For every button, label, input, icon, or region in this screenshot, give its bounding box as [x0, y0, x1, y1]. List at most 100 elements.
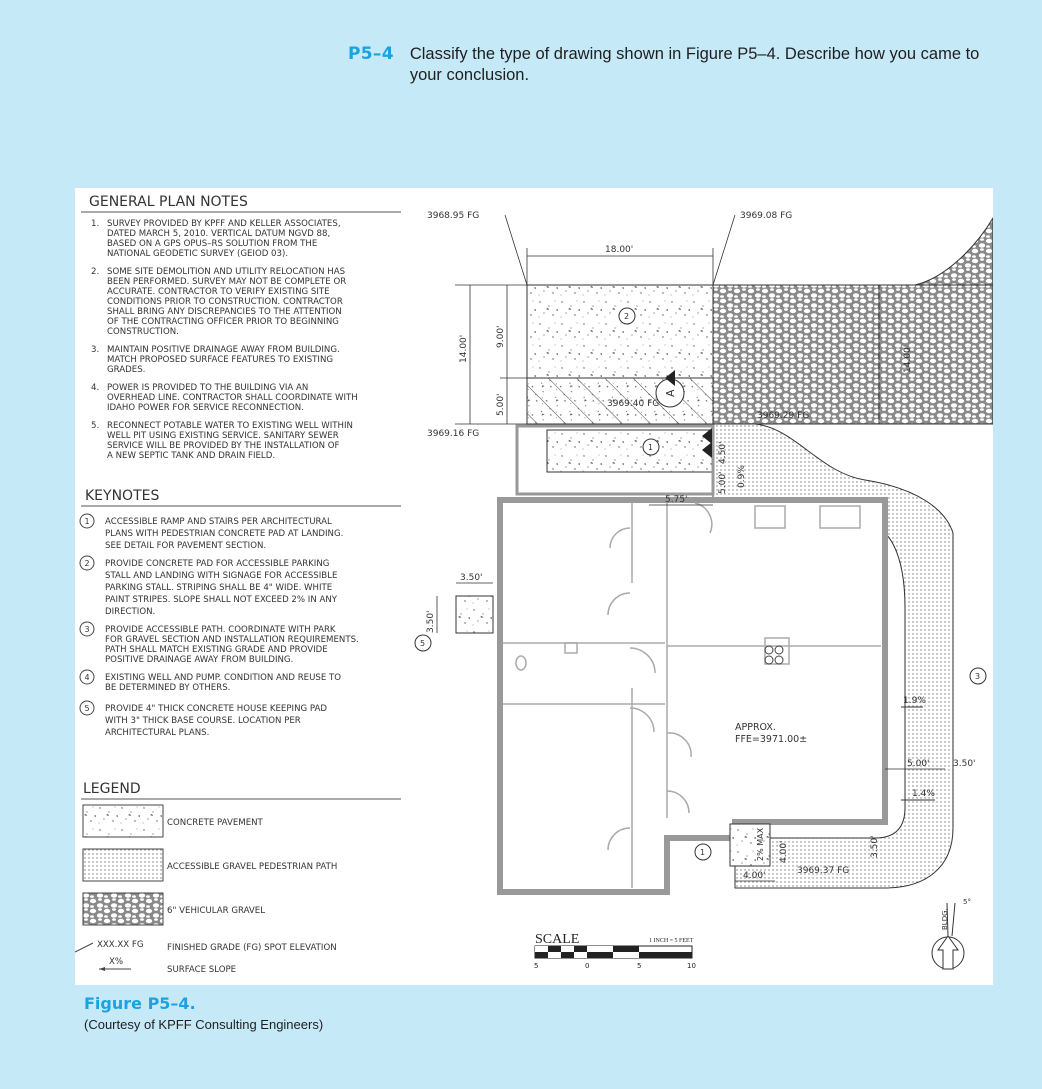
- vehicular-gravel-area: [712, 284, 993, 425]
- svg-text:5: 5: [420, 639, 425, 648]
- svg-text:EXISTING WELL AND PUMP. CONDIT: EXISTING WELL AND PUMP. CONDITION AND RE…: [105, 673, 341, 683]
- svg-text:XXX.XX FG: XXX.XX FG: [97, 940, 144, 950]
- site-plan-figure: GENERAL PLAN NOTES 1. SURVEY PROVIDED BY…: [75, 188, 993, 985]
- svg-text:GRADES.: GRADES.: [107, 365, 145, 375]
- svg-text:SHALL BRING ANY DISCREPANCIES: SHALL BRING ANY DISCREPANCIES TO THE ATT…: [107, 307, 342, 317]
- svg-text:9.00': 9.00': [496, 325, 506, 348]
- svg-text:1.: 1.: [91, 219, 99, 229]
- ffe-line1: APPROX.: [735, 722, 776, 733]
- svg-text:3.50': 3.50': [460, 573, 483, 583]
- svg-text:6" VEHICULAR GRAVEL: 6" VEHICULAR GRAVEL: [167, 906, 265, 916]
- svg-text:SURFACE SLOPE: SURFACE SLOPE: [167, 965, 236, 975]
- scale-bar: SCALE 1 INCH = 5 FEET 5 0 5 10: [534, 932, 696, 970]
- site-plan: 18.00' 14.00' 9.00' 5.00' 14.00' 4.50' 5…: [414, 211, 993, 895]
- svg-text:POSITIVE DRAINAGE AWAY FROM BU: POSITIVE DRAINAGE AWAY FROM BUILDING.: [105, 655, 293, 665]
- svg-text:2% MAX: 2% MAX: [756, 827, 765, 861]
- svg-text:5.75': 5.75': [665, 495, 688, 505]
- svg-text:FOR GRAVEL SECTION AND INSTALL: FOR GRAVEL SECTION AND INSTALLATION REQU…: [105, 635, 359, 645]
- svg-text:PROVIDE CONCRETE PAD FOR ACCES: PROVIDE CONCRETE PAD FOR ACCESSIBLE PARK…: [105, 559, 329, 569]
- svg-text:1: 1: [85, 517, 90, 526]
- svg-text:ARCHITECTURAL PLANS.: ARCHITECTURAL PLANS.: [105, 728, 209, 738]
- svg-text:1: 1: [700, 848, 705, 857]
- svg-text:BE DETERMINED BY OTHERS.: BE DETERMINED BY OTHERS.: [105, 683, 230, 693]
- legend-gravel-path-swatch: [82, 848, 164, 882]
- svg-text:4: 4: [85, 673, 90, 682]
- problem-statement: P5–4 Classify the type of drawing shown …: [348, 44, 988, 86]
- legend-title: LEGEND: [83, 781, 141, 797]
- svg-text:4.00': 4.00': [779, 840, 789, 863]
- svg-text:SURVEY PROVIDED BY KPFF AND KE: SURVEY PROVIDED BY KPFF AND KELLER ASSOC…: [107, 219, 341, 229]
- south-landing-pad: [729, 823, 771, 867]
- svg-text:1: 1: [648, 443, 653, 452]
- svg-text:2: 2: [624, 312, 629, 321]
- svg-text:SCALE: SCALE: [535, 932, 579, 947]
- svg-text:MAINTAIN POSITIVE DRAINAGE AWA: MAINTAIN POSITIVE DRAINAGE AWAY FROM BUI…: [107, 345, 340, 355]
- spot-elev-gravel: 3969.29 FG: [757, 411, 809, 421]
- svg-text:5.00': 5.00': [496, 393, 506, 416]
- svg-text:SERVICE WILL BE PROVIDED BY TH: SERVICE WILL BE PROVIDED BY THE INSTALLA…: [107, 441, 340, 451]
- svg-text:OF THE CONTRACTING OFFICER PRI: OF THE CONTRACTING OFFICER PRIOR TO BEGI…: [107, 317, 339, 327]
- housekeeping-pad: [455, 595, 494, 634]
- building-outline: [497, 497, 888, 895]
- spot-elev-landing: 3969.40 FG: [607, 399, 659, 409]
- svg-text:CONDITIONS PRIOR TO CONSTRUCTI: CONDITIONS PRIOR TO CONSTRUCTION. CONTRA…: [107, 297, 343, 307]
- concrete-parking-pad: [526, 284, 714, 379]
- svg-text:5.00': 5.00': [718, 471, 728, 494]
- north-arrow-icon: BLDG. 5°: [931, 898, 971, 970]
- svg-text:2: 2: [85, 559, 90, 568]
- keynotes: KEYNOTES 1 ACCESSIBLE RAMP AND STAIRS PE…: [79, 488, 401, 738]
- spot-elev-ne: 3969.08 FG: [740, 211, 792, 221]
- ffe-line2: FFE=3971.00±: [735, 734, 807, 745]
- svg-text:OVERHEAD LINE. CONTRACTOR SHAL: OVERHEAD LINE. CONTRACTOR SHALL COORDINA…: [107, 393, 358, 403]
- svg-text:0.9%: 0.9%: [737, 465, 747, 488]
- caption-title: Figure P5–4.: [84, 994, 196, 1013]
- svg-text:5: 5: [637, 962, 641, 970]
- svg-text:5°: 5°: [963, 898, 971, 906]
- svg-text:0: 0: [585, 962, 589, 970]
- caption-credit: (Courtesy of KPFF Consulting Engineers): [84, 1017, 324, 1032]
- svg-text:DATED MARCH 5, 2010. VERTICAL: DATED MARCH 5, 2010. VERTICAL DATUM NGVD…: [107, 229, 330, 239]
- svg-text:DIRECTION.: DIRECTION.: [105, 607, 155, 617]
- svg-text:PROVIDE 4" THICK CONCRETE HOUS: PROVIDE 4" THICK CONCRETE HOUSE KEEPING …: [105, 704, 327, 714]
- svg-text:PARKING STALL. STRIPING SHALL: PARKING STALL. STRIPING SHALL BE 4" WIDE…: [105, 583, 332, 593]
- legend-concrete-swatch: [82, 804, 164, 838]
- svg-text:3: 3: [975, 672, 980, 681]
- svg-text:5.00': 5.00': [907, 759, 930, 769]
- svg-text:WELL PIT USING EXISTING SERVIC: WELL PIT USING EXISTING SERVICE. SANITAR…: [107, 431, 339, 441]
- svg-text:2.: 2.: [91, 267, 99, 277]
- svg-text:ACCURATE. CONTRACTOR TO VERIFY: ACCURATE. CONTRACTOR TO VERIFY EXISTING …: [107, 287, 330, 297]
- svg-text:BLDG.: BLDG.: [941, 908, 949, 930]
- svg-text:ACCESSIBLE GRAVEL PEDESTRIAN P: ACCESSIBLE GRAVEL PEDESTRIAN PATH: [167, 862, 337, 872]
- svg-text:BEEN PERFORMED. SURVEY MAY NOT: BEEN PERFORMED. SURVEY MAY NOT BE COMPLE…: [107, 277, 346, 287]
- svg-text:CONCRETE PAVEMENT: CONCRETE PAVEMENT: [167, 818, 264, 828]
- svg-text:WITH 3" THICK BASE COURSE. LOC: WITH 3" THICK BASE COURSE. LOCATION PER: [105, 716, 301, 726]
- svg-text:3.: 3.: [91, 345, 99, 355]
- svg-text:IDAHO POWER FOR SERVICE RECONN: IDAHO POWER FOR SERVICE RECONNECTION.: [107, 403, 304, 413]
- svg-text:A: A: [664, 389, 677, 397]
- svg-text:PROVIDE ACCESSIBLE PATH. COORD: PROVIDE ACCESSIBLE PATH. COORDINATE WITH…: [105, 625, 336, 635]
- svg-text:3: 3: [85, 625, 90, 634]
- svg-text:POWER IS PROVIDED TO THE BUILD: POWER IS PROVIDED TO THE BUILDING VIA AN: [107, 383, 308, 393]
- general-notes-title: GENERAL PLAN NOTES: [89, 194, 248, 210]
- svg-text:5.: 5.: [91, 421, 99, 431]
- spot-elev-nw: 3968.95 FG: [427, 211, 479, 221]
- svg-text:1.9%: 1.9%: [903, 696, 926, 706]
- svg-text:5: 5: [534, 962, 538, 970]
- svg-text:CONSTRUCTION.: CONSTRUCTION.: [107, 327, 179, 337]
- svg-text:SEE DETAIL FOR PAVEMENT SECTIO: SEE DETAIL FOR PAVEMENT SECTION.: [105, 541, 266, 551]
- dim-pad-depth: 14.00': [459, 335, 469, 363]
- problem-text: Classify the type of drawing shown in Fi…: [409, 45, 980, 84]
- dim-pad-width: 18.00': [605, 245, 633, 255]
- spot-elev-ramp: 3969.16 FG: [427, 429, 479, 439]
- svg-text:NATIONAL GEODETIC SURVEY (GEIO: NATIONAL GEODETIC SURVEY (GEIOD 03).: [107, 249, 288, 259]
- svg-text:4.: 4.: [91, 383, 99, 393]
- svg-text:BASED ON A GPS OPUS–RS SOLUTIO: BASED ON A GPS OPUS–RS SOLUTION FROM THE: [107, 239, 317, 249]
- svg-text:PATH SHALL MATCH EXISTING GRAD: PATH SHALL MATCH EXISTING GRADE AND PROV…: [105, 645, 328, 655]
- svg-text:PLANS WITH PEDESTRIAN CONCRETE: PLANS WITH PEDESTRIAN CONCRETE PAD AT LA…: [105, 529, 343, 539]
- svg-text:SOME SITE DEMOLITION AND UTILI: SOME SITE DEMOLITION AND UTILITY RELOCAT…: [107, 267, 345, 277]
- spot-elev-south: 3969.37 FG: [797, 866, 849, 876]
- svg-text:STALL AND LANDING WITH SIGNAGE: STALL AND LANDING WITH SIGNAGE FOR ACCES…: [105, 571, 337, 581]
- svg-text:1 INCH = 5 FEET: 1 INCH = 5 FEET: [649, 938, 694, 944]
- svg-text:14.00': 14.00': [903, 345, 913, 373]
- legend-vehicular-gravel-swatch: [82, 892, 164, 926]
